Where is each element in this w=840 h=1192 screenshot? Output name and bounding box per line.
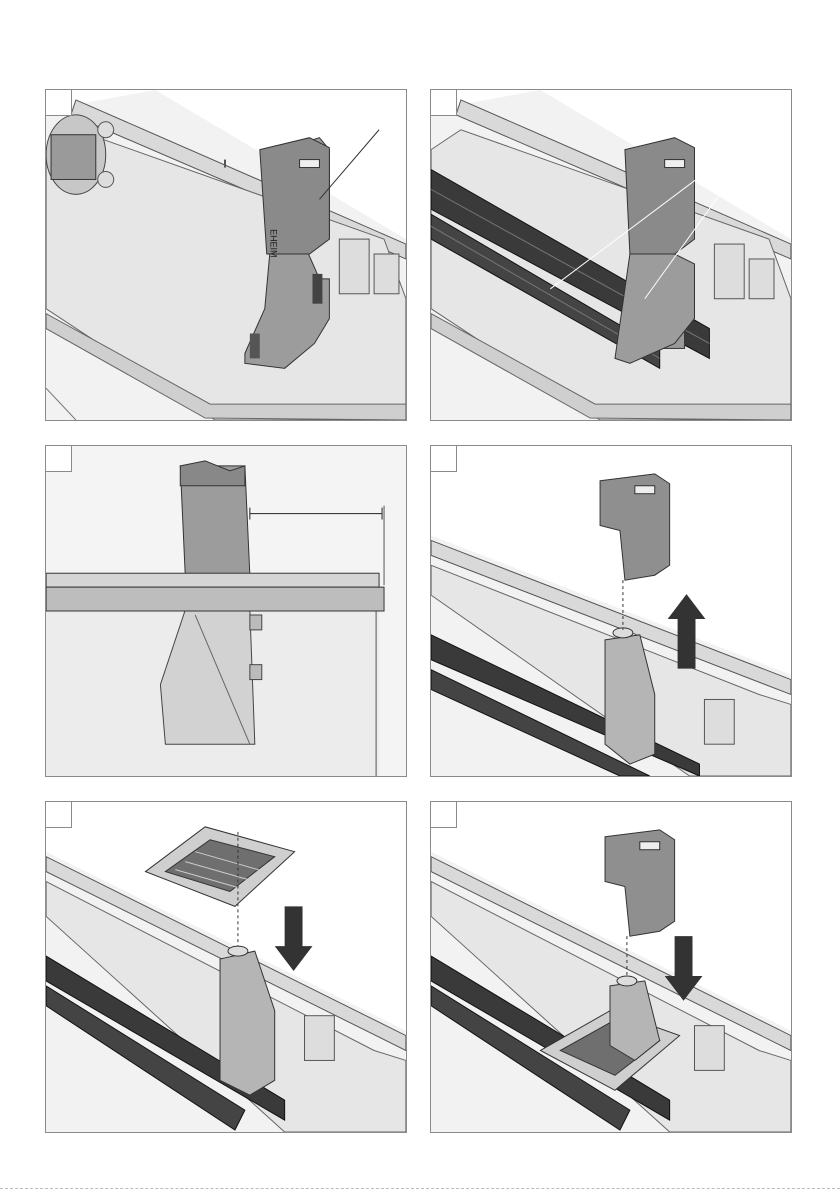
- grid-plate: [145, 827, 294, 907]
- step-2-panel: [430, 89, 792, 421]
- rail-clips: [704, 699, 734, 744]
- filter-cover: [600, 474, 670, 580]
- brand-label: EHEIM: [269, 229, 279, 257]
- step-6-panel: [430, 801, 792, 1133]
- rail-clips: [694, 1026, 724, 1071]
- step-number-2: [431, 90, 457, 116]
- arrow-down-icon: [275, 906, 313, 971]
- step-number-1: [46, 90, 72, 116]
- step-3-illustration: [46, 446, 406, 776]
- rail-clips: [305, 1016, 335, 1061]
- step-3-panel: [45, 445, 407, 777]
- step-6-illustration: [431, 802, 791, 1132]
- step-number-3: [46, 446, 72, 472]
- step-1-illustration: EHEIM: [46, 90, 406, 420]
- page-bottom-rule: [0, 1188, 840, 1190]
- filter-cover: [605, 830, 675, 936]
- step-5-illustration: [46, 802, 406, 1132]
- step-4-illustration: [431, 446, 791, 776]
- step-2-illustration: [431, 90, 791, 420]
- step-number-4: [431, 446, 457, 472]
- pump-icon: [46, 115, 114, 195]
- step-number-5: [46, 802, 72, 828]
- aquarium-rim: [46, 573, 384, 611]
- step-5-panel: [45, 801, 407, 1133]
- step-1-panel: EHEIM: [45, 89, 407, 421]
- step-number-6: [431, 802, 457, 828]
- step-4-panel: [430, 445, 792, 777]
